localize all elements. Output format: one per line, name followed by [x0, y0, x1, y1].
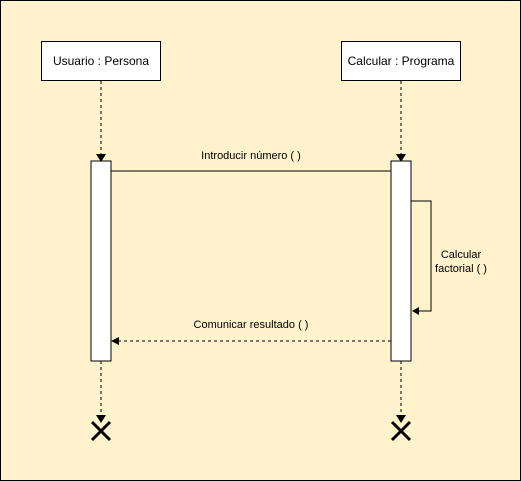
activation-bar-calc [390, 160, 412, 362]
activation-bar-user [90, 160, 112, 362]
message-introducir-label: Introducir número ( ) [201, 150, 301, 162]
participant-user-box: Usuario : Persona [41, 41, 161, 81]
message-calcular-arrowhead [412, 307, 419, 315]
message-calcular-label-line2: factorial ( ) [435, 263, 487, 275]
message-calcular-label-line1: Calcular [440, 249, 482, 261]
participant-user-label: Usuario : Persona [52, 54, 150, 68]
lifeline-user-top-arrowhead [96, 154, 106, 162]
destroy-marker-calc [390, 420, 412, 442]
message-comunicar-arrowhead [111, 337, 119, 345]
lifeline-user-bottom-arrowhead [96, 415, 106, 423]
message-calcular-label: Calcular factorial ( ) [435, 248, 487, 276]
lifeline-calc-bottom-arrowhead [396, 415, 406, 423]
lifeline-calc-top-arrowhead [396, 154, 406, 162]
destroy-marker-user [90, 420, 112, 442]
participant-calc-box: Calcular : Programa [341, 41, 461, 81]
participant-calc-label: Calcular : Programa [347, 54, 455, 68]
message-calcular-self-loop [411, 200, 432, 312]
message-comunicar-label: Comunicar resultado ( ) [193, 319, 309, 331]
